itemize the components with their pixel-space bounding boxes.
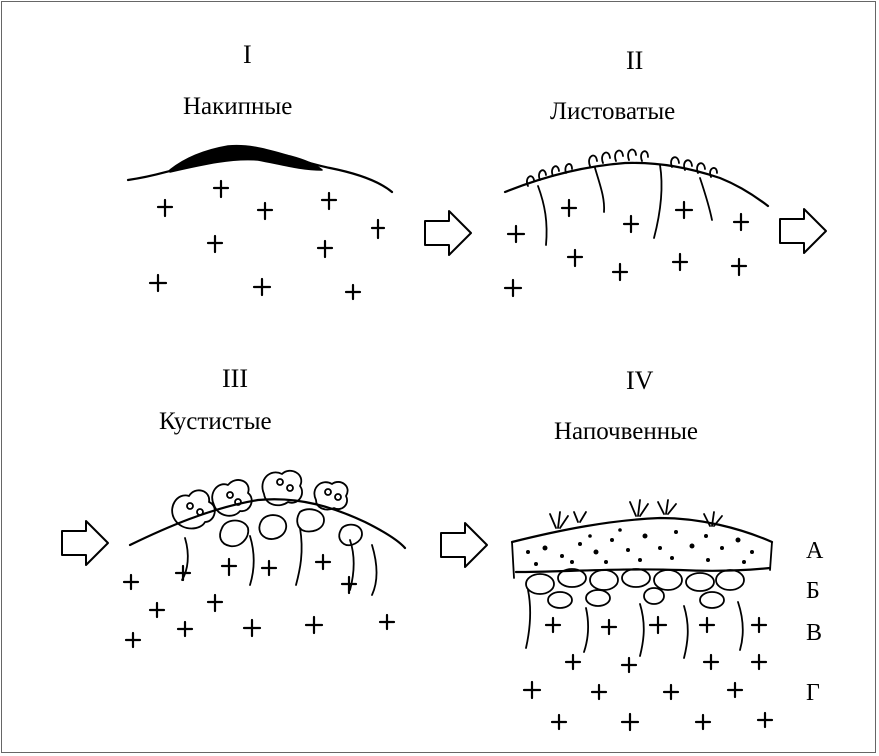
rock-surface-2 <box>505 163 768 206</box>
arrow-right-icon <box>62 521 108 565</box>
grass-sprouts <box>550 500 722 528</box>
stage-1-drawing <box>128 146 392 299</box>
horizon-label: Б <box>806 578 820 605</box>
pebbles-b-horizon <box>526 569 744 608</box>
foliose-lobes <box>527 150 717 186</box>
stage-name: Напочвенные <box>554 418 698 446</box>
stage-numeral: III <box>222 364 248 394</box>
arrow-right-icon <box>780 209 826 253</box>
stage-2-drawing <box>505 150 768 296</box>
humus-specks <box>526 528 754 566</box>
rock-crosses-1 <box>150 181 384 299</box>
stage-4-drawing <box>441 500 772 730</box>
arrow-right-icon <box>441 523 487 567</box>
crust-lichen <box>170 146 322 172</box>
rock-surface-3 <box>130 499 405 548</box>
horizon-label: В <box>806 620 822 647</box>
horizon-label: А <box>806 538 823 565</box>
rock-crosses-4 <box>524 617 772 730</box>
stage-name: Листоватые <box>550 98 675 126</box>
arrow-right-icon <box>425 211 471 255</box>
horizon-label: Г <box>806 680 820 707</box>
rhizines-2 <box>538 165 712 245</box>
stage-numeral: IV <box>626 366 653 396</box>
stage-numeral: II <box>626 46 643 76</box>
stage-3-drawing <box>62 471 405 647</box>
stage-name: Накипные <box>183 93 292 121</box>
stage-name: Кустистые <box>159 408 272 436</box>
soil-surface <box>512 518 772 542</box>
crustose-pebbles-3 <box>220 509 362 546</box>
stage-numeral: I <box>243 40 252 70</box>
